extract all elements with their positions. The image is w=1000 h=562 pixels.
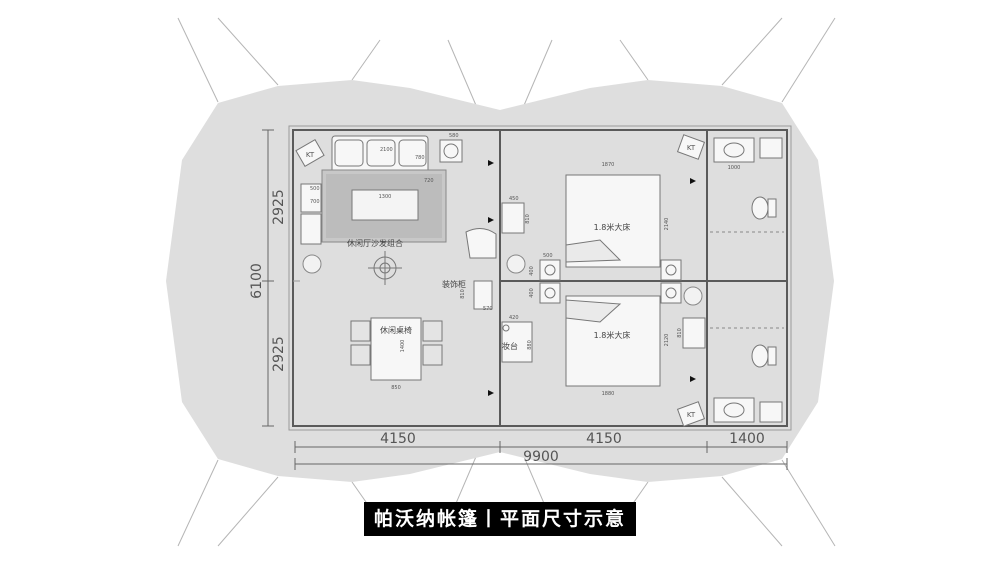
dim-1870: 1870 (602, 162, 615, 168)
dim-2120: 2120 (664, 334, 670, 347)
dim-570: 570 (483, 306, 493, 312)
dim-bottom: 2925 (271, 336, 287, 372)
armchairs (300, 183, 322, 245)
dim-780: 780 (415, 155, 425, 161)
ac-living-label: KT (306, 151, 315, 159)
dim-580: 580 (449, 133, 459, 139)
bathroom-fixtures (713, 137, 783, 423)
bed-bottom (565, 295, 661, 387)
dim-500a: 500 (310, 186, 320, 192)
dim-1300: 1300 (379, 194, 392, 200)
sofa-group-label: 休闲厅沙发组合 (347, 238, 403, 248)
dim-2100: 2100 (380, 147, 393, 153)
dim-850: 850 (391, 385, 401, 391)
dim-810c: 810 (677, 328, 683, 338)
pendant-light (368, 251, 402, 285)
dim-1000: 1000 (728, 165, 741, 171)
plan-caption: 帕沃纳帐篷丨平面尺寸示意 (364, 502, 636, 536)
desk-label: 妆台 (502, 341, 518, 351)
dimension-lines (262, 129, 788, 470)
floor-fans (302, 254, 703, 306)
dim-2140: 2140 (664, 218, 670, 231)
dim-400a: 400 (529, 266, 535, 276)
dressing-table (501, 321, 533, 363)
sofa-set (331, 135, 429, 177)
bed-bottom-label: 1.8米大床 (594, 330, 631, 340)
bed-top (565, 174, 661, 268)
door-arrows (488, 160, 696, 396)
dim-810b: 810 (460, 289, 466, 299)
ac-bed-bottom-label: KT (687, 411, 696, 419)
dim-420: 420 (509, 315, 519, 321)
dim-1880: 1880 (602, 391, 615, 397)
dining-set (350, 317, 443, 381)
cabinet-label: 装饰柜 (442, 279, 466, 289)
dim-total-height: 6100 (249, 263, 265, 299)
dim-720: 720 (424, 178, 434, 184)
dim-1400: 1400 (400, 340, 406, 353)
dim-400b: 400 (529, 288, 535, 298)
side-table (439, 139, 463, 163)
dim-living: 4150 (380, 431, 416, 447)
dim-top: 2925 (271, 189, 287, 225)
dim-810a: 810 (525, 214, 531, 224)
dim-bathrooms: 1400 (729, 431, 765, 447)
shower-partitions (710, 231, 784, 329)
dim-bedrooms: 4150 (586, 431, 622, 447)
dim-500b: 500 (543, 253, 553, 259)
dining-label: 休闲桌椅 (380, 325, 412, 335)
dim-700: 700 (310, 199, 320, 205)
dim-880: 880 (527, 340, 533, 350)
ac-bedroom-units (676, 134, 706, 427)
coffee-table (351, 189, 419, 221)
dim-total-width: 9900 (523, 449, 559, 465)
wall-detail (288, 125, 792, 431)
decor-cabinet (473, 280, 493, 310)
bed-top-label: 1.8米大床 (594, 222, 631, 232)
room-walls (292, 129, 788, 427)
wardrobes (501, 202, 706, 349)
ac-living-unit (295, 139, 325, 167)
nightstands (539, 259, 682, 304)
lounge-chair (465, 228, 497, 259)
ac-bed-top-label: KT (687, 144, 696, 152)
dim-450: 450 (509, 196, 519, 202)
